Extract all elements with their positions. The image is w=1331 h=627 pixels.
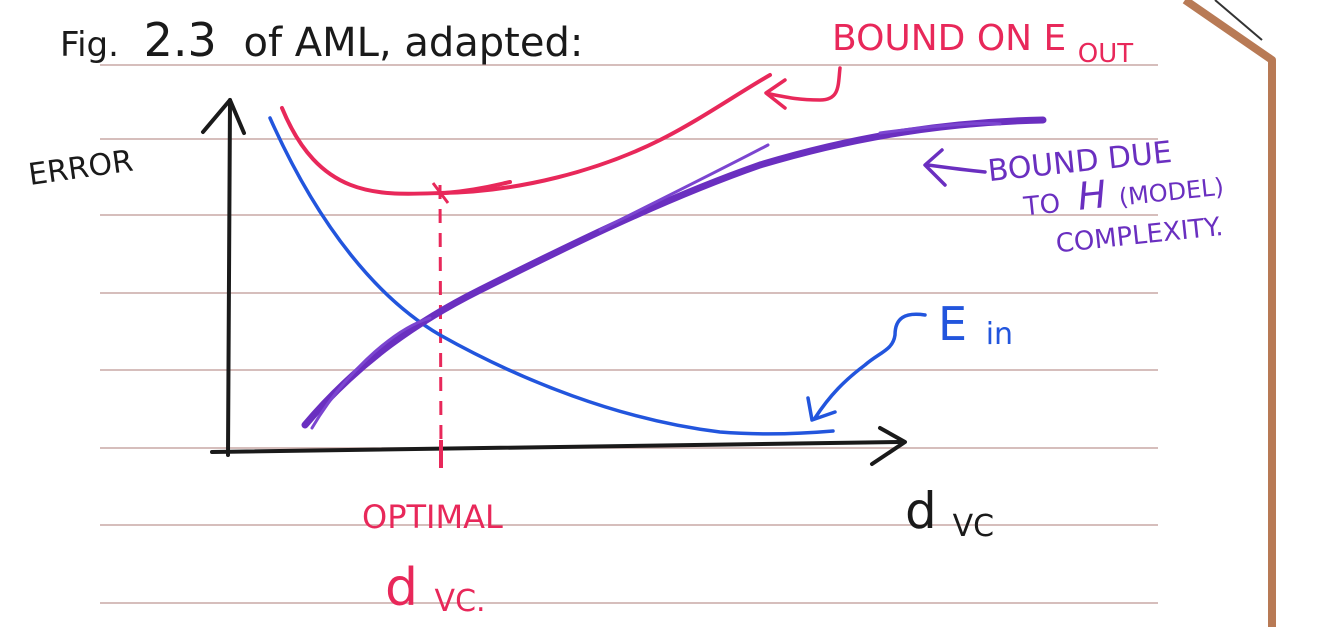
complexity-label-script-h: H xyxy=(1075,172,1108,219)
bound-eout-curve-overstroke xyxy=(443,180,512,195)
bound-eout-label-main: BOUND ON E xyxy=(832,18,1066,59)
ein-label-sub: in xyxy=(986,317,1013,352)
page-edge xyxy=(1182,0,1276,627)
x-axis-arrowhead xyxy=(870,426,907,466)
ein-label-main: E xyxy=(938,297,967,351)
complexity-label: BOUND DUE TO H (MODEL) COMPLEXITY. xyxy=(986,135,1225,259)
complexity-arrow xyxy=(923,148,987,187)
complexity-label-model: (MODEL) xyxy=(1117,173,1225,212)
axes xyxy=(201,98,907,466)
x-axis-label: d VC xyxy=(905,482,994,544)
complexity-label-line3: COMPLEXITY. xyxy=(1054,212,1224,259)
complexity-curve xyxy=(301,116,1047,429)
y-axis-label: ERROR xyxy=(26,144,135,193)
x-axis xyxy=(210,440,902,454)
complexity-label-to: TO xyxy=(1021,189,1061,223)
optimal-label-line1: OPTIMAL xyxy=(362,498,503,536)
figure-title-prefix: Fig. xyxy=(60,25,119,65)
ein-label: E in xyxy=(938,297,1013,352)
bound-eout-label: BOUND ON E OUT xyxy=(832,18,1133,69)
figure-title-number: 2.3 xyxy=(144,13,217,67)
complexity-curve-sketch xyxy=(310,121,1002,430)
ein-arrow xyxy=(806,312,927,422)
y-axis-arrowhead xyxy=(201,98,246,135)
optimal-label-main: d xyxy=(385,558,418,618)
x-axis-label-sub: VC xyxy=(953,509,994,544)
y-axis xyxy=(226,98,232,457)
optimal-label-sub: VC. xyxy=(435,584,486,619)
figure-title-rest: of AML, adapted: xyxy=(244,20,584,66)
optimal-tick-top xyxy=(431,182,450,204)
figure-title: Fig. 2.3 of AML, adapted: xyxy=(60,13,583,67)
bound-eout-arrow xyxy=(764,66,842,110)
bound-eout-curve xyxy=(280,73,772,196)
page-edge-inner xyxy=(1214,0,1263,41)
optimal-label-line2: d VC. xyxy=(385,558,486,619)
x-axis-label-main: d xyxy=(905,482,937,540)
optimal-dashed-line xyxy=(438,184,443,456)
bound-eout-label-sub: OUT xyxy=(1078,39,1133,69)
ein-curve xyxy=(268,116,835,436)
